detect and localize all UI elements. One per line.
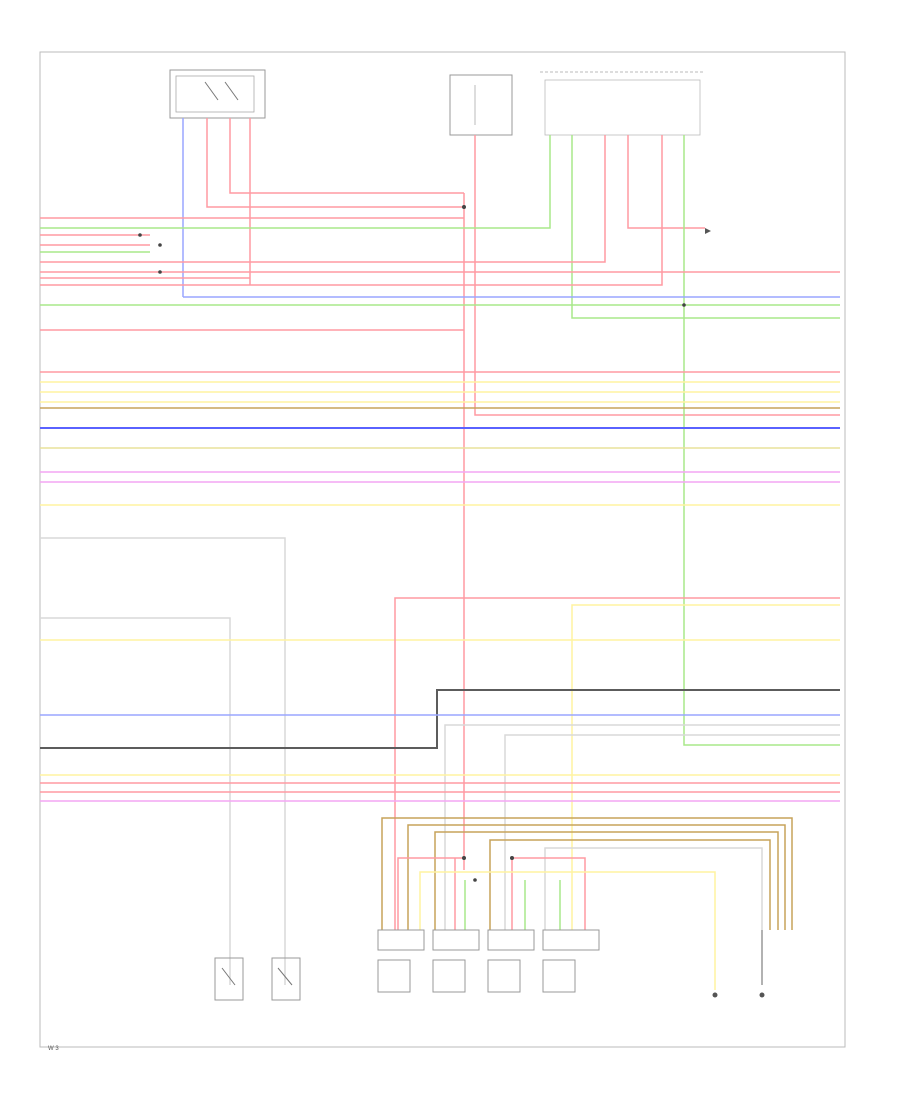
ground-reference-icon	[705, 228, 711, 234]
injector-connectors	[377, 929, 600, 951]
top-vertical-wires	[40, 118, 840, 870]
injector-2	[432, 959, 466, 993]
horizontal-wire-bus	[40, 217, 840, 985]
relay-component	[169, 69, 266, 119]
injector-1	[377, 959, 411, 993]
power-module-component	[540, 71, 705, 136]
injector-3	[487, 959, 521, 993]
injector-harness	[381, 817, 793, 990]
sensor-ground-icon	[759, 992, 765, 998]
pressure-switch-b	[271, 957, 301, 1001]
diagram-border	[39, 51, 846, 1048]
footer-left-label: W 3	[48, 1046, 59, 1052]
pressure-switch-a	[214, 957, 244, 1001]
control-module-component	[449, 74, 513, 136]
ground-icon	[712, 992, 718, 998]
splice-points	[138, 205, 686, 882]
injector-4	[542, 959, 576, 993]
